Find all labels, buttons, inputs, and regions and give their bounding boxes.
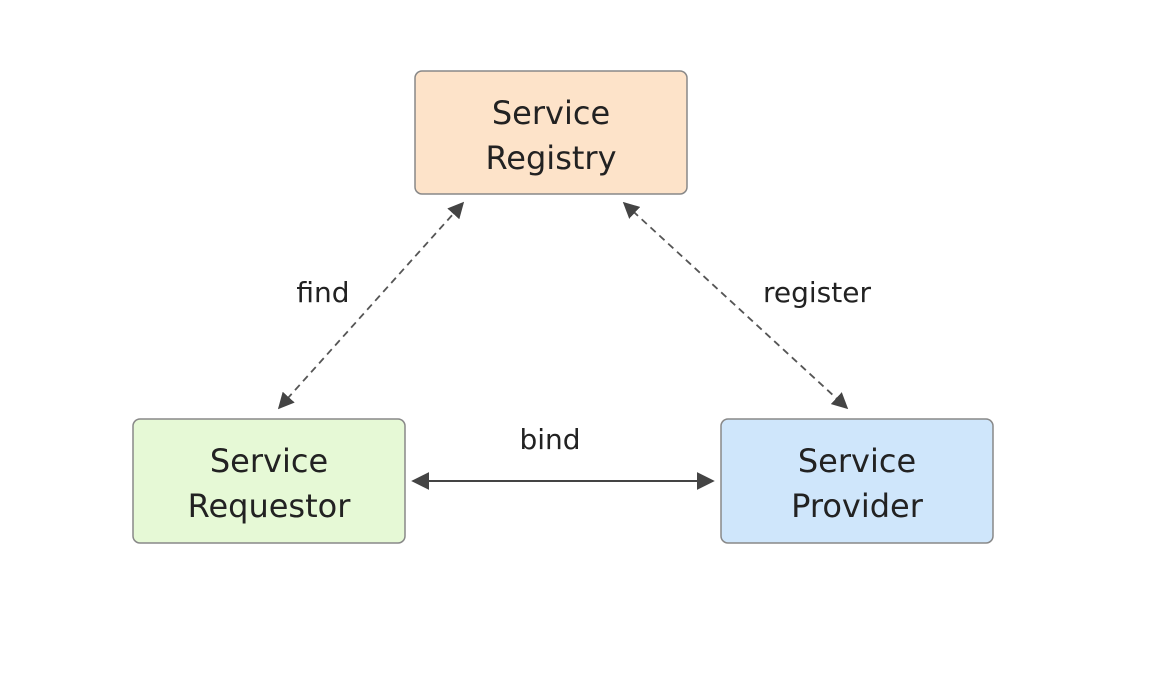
edge-find-label: find xyxy=(296,276,349,309)
edge-bind-label: bind xyxy=(519,423,580,456)
node-service-provider-line1: Service xyxy=(798,442,916,480)
node-service-registry-line2: Registry xyxy=(486,139,617,177)
node-service-requestor-box xyxy=(132,418,406,544)
edge-register-label: register xyxy=(763,276,871,309)
edge-register: register xyxy=(622,201,871,410)
edge-register-line xyxy=(622,201,849,410)
node-service-requestor-line2: Requestor xyxy=(188,487,352,525)
node-service-provider-box xyxy=(720,418,994,544)
node-service-registry-line1: Service xyxy=(492,94,610,132)
node-service-requestor-line1: Service xyxy=(210,442,328,480)
edge-bind: bind xyxy=(411,423,715,490)
node-service-registry[interactable]: Service Registry xyxy=(414,70,688,195)
edge-find-line xyxy=(277,201,465,410)
edge-find: find xyxy=(277,201,465,410)
node-service-requestor[interactable]: Service Requestor xyxy=(132,418,406,544)
node-service-provider[interactable]: Service Provider xyxy=(720,418,994,544)
node-service-registry-box xyxy=(414,70,688,195)
node-service-provider-line2: Provider xyxy=(791,487,924,525)
